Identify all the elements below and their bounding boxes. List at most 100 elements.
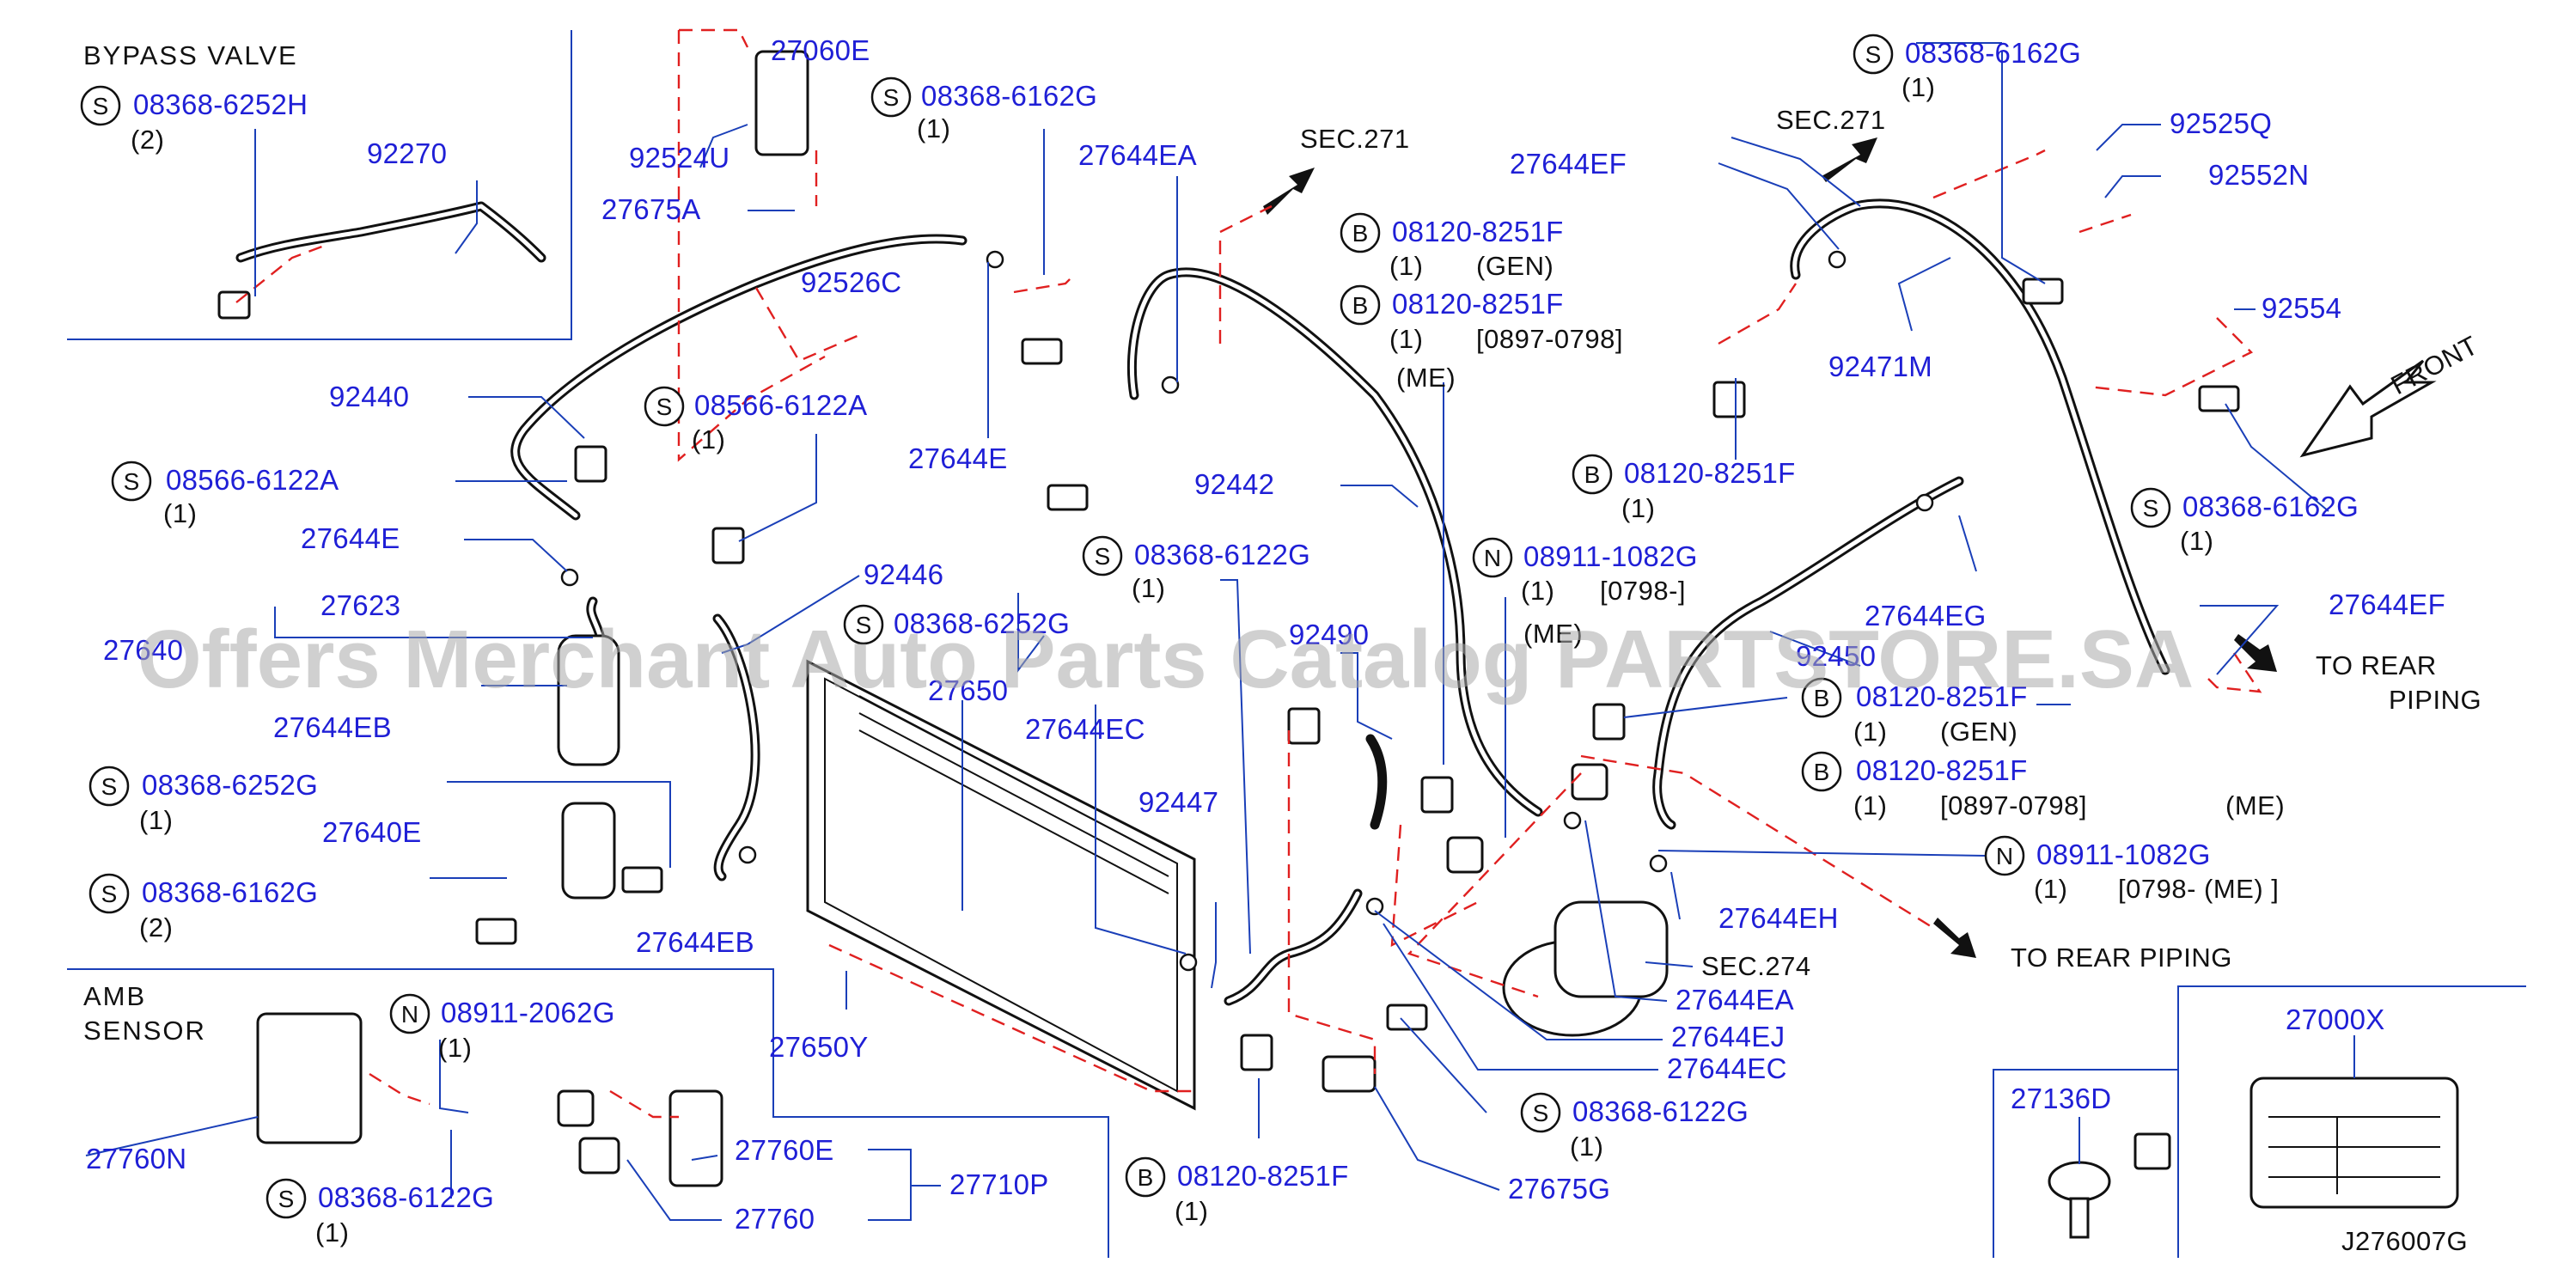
o-ring-27644ej bbox=[1365, 897, 1384, 916]
part-number[interactable]: 27640E bbox=[322, 816, 422, 848]
part-number[interactable]: 08368-6252G bbox=[894, 607, 1070, 639]
symbol-s: S bbox=[856, 612, 872, 638]
part-number[interactable]: 08368-6162G bbox=[921, 80, 1097, 112]
section-ref[interactable]: SEC.271 bbox=[1300, 124, 1410, 154]
quantity: (1) bbox=[1521, 576, 1554, 606]
part-number[interactable]: 27644EG bbox=[1865, 600, 1987, 631]
part-number[interactable]: 08368-6122G bbox=[318, 1181, 494, 1213]
assembly-guides bbox=[235, 28, 2262, 1119]
part-number[interactable]: 27644EJ bbox=[1671, 1021, 1785, 1052]
part-number[interactable]: 27650 bbox=[928, 674, 1008, 706]
part-number[interactable]: 27644EC bbox=[1025, 713, 1145, 745]
amb-sensor-27760n bbox=[256, 1012, 363, 1144]
part-number[interactable]: 92552N bbox=[2208, 159, 2309, 191]
symbol-s: S bbox=[101, 881, 118, 907]
part-number[interactable]: 08911-2062G bbox=[441, 997, 615, 1028]
part-number[interactable]: 08120-8251F bbox=[1177, 1160, 1349, 1192]
part-number[interactable]: 08566-6122A bbox=[694, 389, 867, 421]
part-number[interactable]: 08566-6122A bbox=[166, 464, 339, 496]
part-number[interactable]: 08368-6252H bbox=[133, 88, 308, 120]
section-ref[interactable]: SEC.274 bbox=[1701, 951, 1811, 981]
part-number[interactable]: 92524U bbox=[629, 142, 729, 174]
part-number[interactable]: 08120-8251F bbox=[1856, 754, 2028, 786]
bolt-08368-6252g bbox=[621, 866, 663, 894]
part-number[interactable]: 92526C bbox=[801, 266, 901, 298]
to-rear-label[interactable]: PIPING bbox=[2389, 685, 2481, 715]
part-number[interactable]: 27644EC bbox=[1667, 1052, 1787, 1084]
clip-stem bbox=[2069, 1197, 2090, 1239]
part-number[interactable]: 92447 bbox=[1138, 786, 1218, 818]
to-rear-arrow-icon-2 bbox=[2234, 634, 2277, 672]
part-number[interactable]: 27760E bbox=[735, 1134, 834, 1166]
part-number[interactable]: 27650Y bbox=[769, 1031, 869, 1063]
part-number[interactable]: 27136D bbox=[2011, 1083, 2111, 1114]
part-number[interactable]: 92450 bbox=[1796, 640, 1876, 672]
part-number[interactable]: 92270 bbox=[367, 137, 447, 169]
part-number[interactable]: 27623 bbox=[320, 589, 400, 621]
part-number[interactable]: 27000X bbox=[2286, 1004, 2385, 1035]
nut-08911-2062g bbox=[557, 1089, 595, 1127]
part-number[interactable]: 92442 bbox=[1194, 468, 1274, 500]
quantity: (1) bbox=[692, 424, 725, 454]
part-number[interactable]: 27760N bbox=[86, 1143, 186, 1174]
part-number[interactable]: 08368-6122G bbox=[1572, 1095, 1749, 1127]
o-ring-27644eg bbox=[1915, 493, 1934, 512]
part-number[interactable]: 27644EF bbox=[1510, 148, 1627, 180]
part-number[interactable]: 92525Q bbox=[2170, 107, 2272, 139]
quantity: (1) bbox=[438, 1033, 472, 1063]
to-rear-label[interactable]: TO REAR bbox=[2316, 650, 2437, 680]
part-number[interactable]: 27644E bbox=[908, 442, 1008, 474]
bolt-08368-6122g-3 bbox=[2133, 1132, 2171, 1170]
part-number[interactable]: 08911-1082G bbox=[2036, 839, 2211, 870]
bolt-08120-8251f-5 bbox=[1240, 1034, 1273, 1071]
part-number[interactable]: 08368-6162G bbox=[142, 876, 318, 908]
bolt-08368-6162g-2 bbox=[2022, 278, 2064, 305]
part-number[interactable]: 92554 bbox=[2262, 292, 2341, 324]
fastener-symbols: S S B B S S S N S S S S B S B B N S B N … bbox=[80, 34, 2171, 1219]
part-number[interactable]: 08120-8251F bbox=[1392, 288, 1564, 320]
part-number[interactable]: 27644EA bbox=[1676, 984, 1794, 1016]
section-ref[interactable]: SEC.271 bbox=[1776, 105, 1886, 135]
part-number[interactable]: 27644EA bbox=[1078, 139, 1197, 171]
part-number[interactable]: 92446 bbox=[864, 558, 943, 590]
part-number[interactable]: 08911-1082G bbox=[1523, 540, 1698, 572]
bolt-08120-8251f-4 bbox=[1592, 703, 1626, 741]
sec271-arrow-icon-2 bbox=[1822, 137, 1877, 182]
part-number[interactable]: 27060E bbox=[771, 34, 870, 66]
bracket-27675g bbox=[1322, 1055, 1377, 1093]
part-number[interactable]: 08368-6252G bbox=[142, 769, 318, 801]
part-number[interactable]: 08120-8251F bbox=[1624, 457, 1796, 489]
part-number[interactable]: 08368-6162G bbox=[2182, 491, 2359, 522]
o-ring-27644e bbox=[560, 568, 579, 587]
part-number[interactable]: 27675A bbox=[601, 193, 701, 225]
o-ring-27644eh bbox=[1649, 854, 1668, 873]
part-number[interactable]: 08120-8251F bbox=[1856, 680, 2028, 712]
to-rear-label[interactable]: TO REAR PIPING bbox=[2011, 943, 2232, 973]
part-number[interactable]: 27644E bbox=[301, 522, 400, 554]
part-number[interactable]: 92440 bbox=[329, 381, 409, 412]
symbol-b: B bbox=[1352, 220, 1369, 247]
part-number[interactable]: 27760 bbox=[735, 1203, 815, 1235]
part-number[interactable]: 08368-6122G bbox=[1134, 539, 1310, 570]
part-number[interactable]: 08368-6162G bbox=[1905, 37, 2081, 69]
bolt-08566-6122a-2 bbox=[711, 527, 745, 564]
symbol-b: B bbox=[1352, 292, 1369, 319]
part-number[interactable]: 08120-8251F bbox=[1392, 216, 1564, 247]
part-number[interactable]: 27644EH bbox=[1718, 902, 1839, 934]
part-number[interactable]: 92471M bbox=[1828, 351, 1932, 382]
callout-labels: BYPASS VALVE 08368-6252H (2) 92270 27060… bbox=[83, 34, 2483, 1256]
receiver-drier-27640 bbox=[557, 634, 620, 766]
part-number[interactable]: 27640 bbox=[103, 634, 183, 666]
quantity: (1) bbox=[1901, 72, 1935, 102]
note: [0798- (ME) ] bbox=[2118, 874, 2279, 904]
part-number[interactable]: 27644EF bbox=[2329, 589, 2445, 620]
part-number[interactable]: 27644EB bbox=[636, 926, 754, 958]
pipe-92490 bbox=[1365, 734, 1388, 830]
part-number[interactable]: 27644EB bbox=[273, 711, 392, 743]
part-number[interactable]: 27675G bbox=[1508, 1173, 1610, 1205]
compressor-body bbox=[1554, 900, 1669, 998]
part-number[interactable]: 27710P bbox=[949, 1168, 1049, 1200]
part-number[interactable]: 92490 bbox=[1289, 619, 1369, 650]
